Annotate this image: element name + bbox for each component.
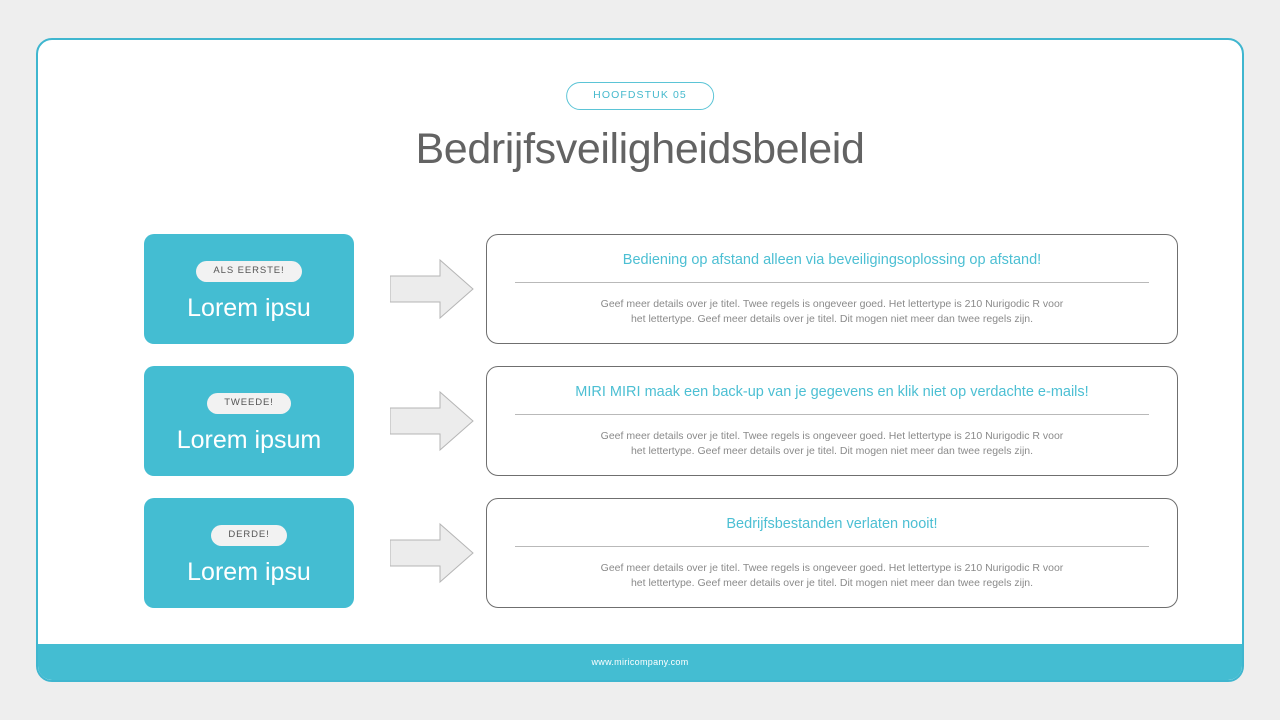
footer-website-url[interactable]: www.miricompany.com (591, 657, 689, 667)
arrow-right-icon-3 (390, 521, 474, 585)
content-panel-2: MIRI MIRI maak een back-up van je gegeve… (486, 366, 1178, 476)
arrow-right-icon-2 (390, 389, 474, 453)
panel-heading-1: Bediening op afstand alleen via beveilig… (622, 251, 1042, 268)
step-label-3: Lorem ipsu (187, 557, 311, 586)
arrow-right-icon-1 (390, 257, 474, 321)
slide-body: HOOFDSTUK 05 Bedrijfsveiligheidsbeleid A… (38, 40, 1242, 644)
panel-body-1: Geef meer details over je titel. Twee re… (600, 297, 1064, 325)
panel-heading-3: Bedrijfsbestanden verlaten nooit! (726, 515, 938, 532)
panel-body-2: Geef meer details over je titel. Twee re… (600, 429, 1064, 457)
content-panel-1: Bediening op afstand alleen via beveilig… (486, 234, 1178, 344)
slide-container: HOOFDSTUK 05 Bedrijfsveiligheidsbeleid A… (36, 38, 1244, 682)
panel-divider-3 (515, 545, 1149, 547)
list-item: DERDE! Lorem ipsu Bedrijfsbestanden verl… (38, 498, 1242, 608)
step-card-2[interactable]: TWEEDE! Lorem ipsum (144, 366, 354, 476)
content-panel-3: Bedrijfsbestanden verlaten nooit! Geef m… (486, 498, 1178, 608)
step-label-2: Lorem ipsum (176, 425, 322, 454)
panel-heading-2: MIRI MIRI maak een back-up van je gegeve… (575, 383, 1089, 400)
step-label-1: Lorem ipsu (187, 293, 311, 322)
step-badge-3: DERDE! (211, 525, 287, 546)
list-item: TWEEDE! Lorem ipsum MIRI MIRI maak een b… (38, 366, 1242, 476)
step-badge-1: ALS EERSTE! (196, 261, 302, 282)
panel-body-3: Geef meer details over je titel. Twee re… (600, 561, 1064, 589)
step-card-1[interactable]: ALS EERSTE! Lorem ipsu (144, 234, 354, 344)
steps-list: ALS EERSTE! Lorem ipsu Bediening op afst… (38, 234, 1242, 608)
page-title: Bedrijfsveiligheidsbeleid (415, 125, 865, 173)
panel-divider-2 (515, 413, 1149, 415)
panel-divider-1 (515, 281, 1149, 283)
chapter-badge: HOOFDSTUK 05 (566, 82, 714, 110)
list-item: ALS EERSTE! Lorem ipsu Bediening op afst… (38, 234, 1242, 344)
footer-bar: www.miricompany.com (38, 644, 1242, 680)
step-card-3[interactable]: DERDE! Lorem ipsu (144, 498, 354, 608)
step-badge-2: TWEEDE! (207, 393, 291, 414)
